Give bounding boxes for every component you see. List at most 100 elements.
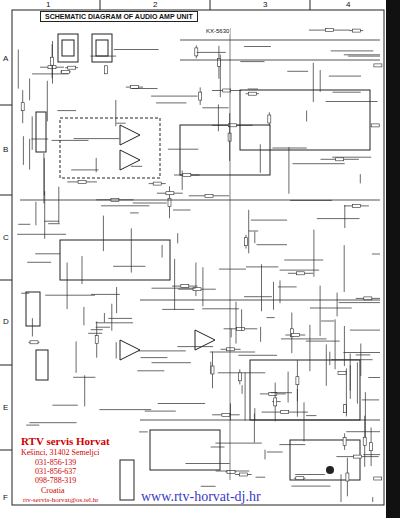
wire xyxy=(350,330,380,331)
wire xyxy=(257,244,288,245)
wire xyxy=(260,393,286,394)
wire xyxy=(285,335,305,336)
wire xyxy=(113,266,145,267)
wire xyxy=(236,302,237,344)
wire xyxy=(295,474,325,475)
wire xyxy=(348,56,380,57)
resistor-symbol xyxy=(296,377,299,385)
wire xyxy=(202,107,228,108)
wire xyxy=(212,90,242,91)
wire xyxy=(344,205,369,206)
wire xyxy=(169,186,170,218)
wire xyxy=(251,220,287,221)
wire xyxy=(212,352,213,389)
wire xyxy=(29,342,40,343)
wire xyxy=(116,123,125,124)
resistor-symbol xyxy=(181,285,189,288)
resistor-symbol xyxy=(227,470,235,473)
wire xyxy=(96,327,111,328)
wire xyxy=(21,293,29,294)
wire xyxy=(145,411,176,412)
wire xyxy=(313,63,314,102)
wire xyxy=(157,193,183,194)
wire xyxy=(347,458,348,497)
wire xyxy=(133,203,167,204)
resistor-symbol xyxy=(227,348,235,351)
wire xyxy=(231,329,232,338)
resistor-symbol xyxy=(199,92,202,100)
wire xyxy=(57,110,76,111)
wire xyxy=(172,286,197,287)
wire xyxy=(84,375,85,406)
wire xyxy=(71,169,98,170)
email: rtv-servis-horvat@os.tel.hr xyxy=(22,497,100,504)
wire xyxy=(132,88,158,89)
wire xyxy=(344,245,345,292)
resistor-symbol xyxy=(228,133,231,141)
wire xyxy=(29,79,30,101)
wire xyxy=(239,369,240,384)
wire xyxy=(88,333,102,334)
resistor-symbol xyxy=(153,182,161,185)
wire xyxy=(140,420,380,421)
wire xyxy=(158,403,206,404)
resistor-symbol xyxy=(51,57,54,65)
wire xyxy=(83,307,84,325)
watermark: www.rtv-horvat-dj.hr xyxy=(140,490,262,504)
wire xyxy=(360,174,361,183)
wire xyxy=(44,221,59,222)
wire xyxy=(294,478,305,479)
wire xyxy=(293,163,345,164)
wire xyxy=(91,294,120,295)
address: Kešinci, 31402 Semeljci xyxy=(20,449,100,457)
resistor-symbol xyxy=(223,89,231,92)
wire xyxy=(356,354,371,355)
resistor-symbol xyxy=(166,192,174,195)
wire xyxy=(272,148,306,149)
phone-number: 098-788-319 xyxy=(34,477,77,485)
wire xyxy=(52,140,89,141)
wire xyxy=(180,60,380,61)
wire xyxy=(248,210,249,254)
wire xyxy=(281,338,327,339)
resistor-symbol xyxy=(239,473,247,476)
wire xyxy=(246,266,279,267)
resistor-symbol xyxy=(354,455,362,458)
wire xyxy=(326,344,327,385)
wire xyxy=(297,360,298,401)
wire xyxy=(111,304,112,331)
wire xyxy=(271,392,292,393)
wire xyxy=(238,355,277,356)
wire xyxy=(310,308,352,309)
wire xyxy=(331,50,374,51)
wire xyxy=(141,357,168,358)
resistor-symbol xyxy=(343,438,346,446)
wire xyxy=(275,383,276,422)
phone-number: 031-856-637 xyxy=(34,468,77,476)
resistor-symbol xyxy=(346,473,349,481)
wire xyxy=(114,49,159,50)
wire xyxy=(116,287,117,313)
country: Croatia xyxy=(40,487,66,495)
resistor-symbol xyxy=(222,413,230,416)
wire xyxy=(43,153,44,203)
wire xyxy=(363,454,380,455)
wire xyxy=(349,30,363,31)
wire xyxy=(90,56,116,57)
wire xyxy=(35,202,36,226)
wire xyxy=(245,373,246,421)
wire xyxy=(317,218,360,219)
resistor-symbol xyxy=(364,297,372,300)
wire xyxy=(197,52,226,53)
wire xyxy=(249,231,259,232)
wire xyxy=(139,431,148,432)
wire xyxy=(344,433,345,450)
column-number: 3 xyxy=(262,1,268,9)
wire xyxy=(260,327,261,342)
wire xyxy=(356,298,380,299)
wire xyxy=(221,349,241,350)
wire xyxy=(321,159,359,160)
wire xyxy=(284,260,323,261)
wire xyxy=(138,350,185,351)
